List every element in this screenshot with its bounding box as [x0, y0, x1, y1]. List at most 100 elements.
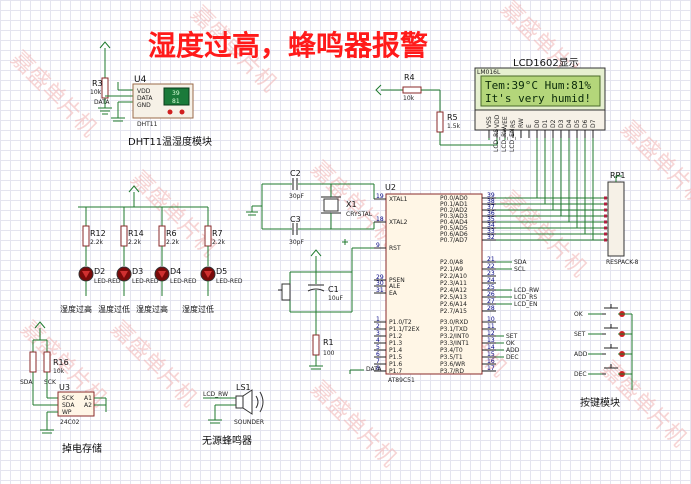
- mcu-pin-label: P2.5/A13: [440, 294, 467, 301]
- page-title: 湿度过高，蜂鸣器报警: [148, 29, 428, 62]
- led-resistor-label: R7: [212, 229, 223, 238]
- mcu-pin-number: 26: [487, 291, 495, 298]
- eeprom-24c02[interactable]: R16 10k SDA SCK U3 SCK SDA WP A1 A2 24C0…: [20, 321, 107, 455]
- key-button[interactable]: ADD: [574, 344, 632, 358]
- mcu-pin-number: 35: [487, 216, 495, 223]
- r5-value: 1.5k: [447, 123, 461, 130]
- mcu-pin-number: 31: [376, 287, 384, 294]
- mcu-pin-label: P2.1/A9: [440, 266, 463, 273]
- mcu-pin-number: 15: [487, 351, 495, 358]
- mcu-pin-label: P3.2/INT0: [440, 333, 469, 340]
- lcd-net-en: LCD_EN: [509, 129, 516, 152]
- led-resistor-label: R14: [128, 229, 144, 238]
- mcu-pin-number: 9: [376, 242, 380, 249]
- mcu-pin-number: 5: [376, 344, 380, 351]
- mcu-pin-label: P1.5: [389, 354, 402, 361]
- x1-part: CRYSTAL: [346, 211, 373, 218]
- lcd-pin-label: E: [526, 124, 533, 128]
- mcu-pin-label: P3.6/WR: [440, 361, 465, 368]
- buzzer-net: LCD_RW: [203, 391, 228, 398]
- mcu-pin-label: P0.7/AD7: [440, 237, 468, 244]
- mcu-pin-number: 22: [487, 263, 495, 270]
- mcu-p2-net-label: LCD_EN: [514, 301, 537, 308]
- lcd-model: LM016L: [477, 69, 501, 76]
- r3-label: R3: [92, 79, 103, 88]
- u2-part: AT89C51: [388, 377, 415, 384]
- ls1-label: LS1: [236, 383, 251, 392]
- mcu-pin-label: P1.4: [389, 347, 402, 354]
- mcu-pin-number: 34: [487, 222, 495, 229]
- key-button[interactable]: OK: [574, 304, 632, 318]
- mcu-pin-number: 14: [487, 344, 495, 351]
- mcu-pin-label: P3.5/T1: [440, 354, 463, 361]
- lcd-line-2: It's very humid!: [485, 92, 591, 105]
- buzzer-ls1[interactable]: LCD_RW LS1 SOUNDER 无源蜂鸣器: [202, 383, 264, 447]
- mcu-pin-number: 39: [487, 192, 495, 199]
- lcd-pin-label: D6: [582, 119, 589, 128]
- key-button[interactable]: SET: [574, 324, 632, 338]
- mcu-pin-label: XTAL1: [389, 196, 408, 203]
- lcd-pin-label: D7: [590, 119, 597, 128]
- lcd-pin-label: D1: [542, 119, 549, 128]
- lcd1602-module[interactable]: LCD1602显示 LM016L Tem:39°C Hum:81% It's v…: [474, 57, 606, 152]
- mcu-at89c51[interactable]: U2 XTAL119XTAL218RST9PSEN29ALE30EA31P1.0…: [349, 183, 539, 384]
- mcu-pin-label: XTAL2: [389, 219, 408, 226]
- mcu-pin-label: RST: [389, 245, 401, 252]
- c2-label: C2: [290, 169, 301, 178]
- mcu-pin-label: P0.6/AD6: [440, 231, 468, 238]
- led-caption: 温度过低: [98, 304, 130, 314]
- led-label: D4: [170, 267, 181, 276]
- eeprom-part: 24C02: [60, 419, 80, 426]
- led-label: D2: [94, 267, 105, 276]
- c1-label: C1: [328, 285, 339, 294]
- eeprom-pin-a1: A1: [84, 395, 92, 402]
- mcu-pin-label: P2.0/A8: [440, 259, 463, 266]
- mcu-pin-number: 36: [487, 210, 495, 217]
- dht11-caption: DHT11温湿度模块: [128, 135, 212, 148]
- c3-value: 30pF: [289, 239, 304, 246]
- mcu-pin-label: P1.3: [389, 340, 402, 347]
- mcu-pin-label: PSEN: [389, 277, 405, 284]
- r4-label: R4: [404, 73, 415, 82]
- eeprom-pin-wp: WP: [62, 409, 72, 416]
- mcu-pin-label: P2.6/A14: [440, 301, 467, 308]
- mcu-pin-number: 17: [487, 365, 495, 372]
- mcu-pin-number: 24: [487, 277, 495, 284]
- mcu-p3-net-label: SET: [506, 333, 518, 340]
- oscillator-circuit: C2 30pF C3 30pF X1 CRYSTAL: [246, 169, 386, 246]
- mcu-pin-number: 2: [376, 323, 380, 330]
- u4-label: U4: [134, 75, 147, 85]
- r16-value: 10k: [53, 368, 65, 375]
- r3-value: 10k: [90, 89, 102, 96]
- mcu-pin-number: 4: [376, 337, 380, 344]
- mcu-pin-label: EA: [389, 290, 398, 297]
- dht11-pin-data: DATA: [137, 95, 153, 102]
- lcd-ref: LCD1602显示: [513, 57, 579, 69]
- mcu-pin-label: P1.2: [389, 333, 402, 340]
- mcu-pin-label: ALE: [389, 283, 400, 290]
- watermark-text: 嘉盛单片机: [306, 377, 401, 472]
- mcu-pin-number: 6: [376, 351, 380, 358]
- mcu-pin-number: 16: [487, 358, 495, 365]
- led-part: LED-RED: [132, 278, 159, 285]
- mcu-pin-label: P0.4/AD4: [440, 219, 468, 226]
- r5-label: R5: [447, 113, 458, 122]
- mcu-pin-label: P0.5/AD5: [440, 225, 468, 232]
- key-button[interactable]: DEC: [574, 364, 632, 378]
- dht11-module[interactable]: R3 10k DATA U4 VDD DATA GND 39 81 DHT11 …: [90, 41, 212, 148]
- mcu-pin-number: 8: [376, 365, 380, 372]
- watermark-text: 嘉盛单片机: [6, 47, 101, 142]
- eeprom-pin-a2: A2: [84, 402, 92, 409]
- mcu-pin-number: 3: [376, 330, 380, 337]
- mcu-pin-label: P1.6: [389, 361, 402, 368]
- lcd-pin-label: D3: [558, 119, 565, 128]
- led-resistor-label: R12: [90, 229, 106, 238]
- mcu-pin-label: P1.7: [389, 368, 402, 375]
- lcd-pin-label: VEE: [502, 116, 509, 128]
- mcu-pin-number: 28: [487, 305, 495, 312]
- mcu-pin-label: P3.0/RXD: [440, 319, 468, 326]
